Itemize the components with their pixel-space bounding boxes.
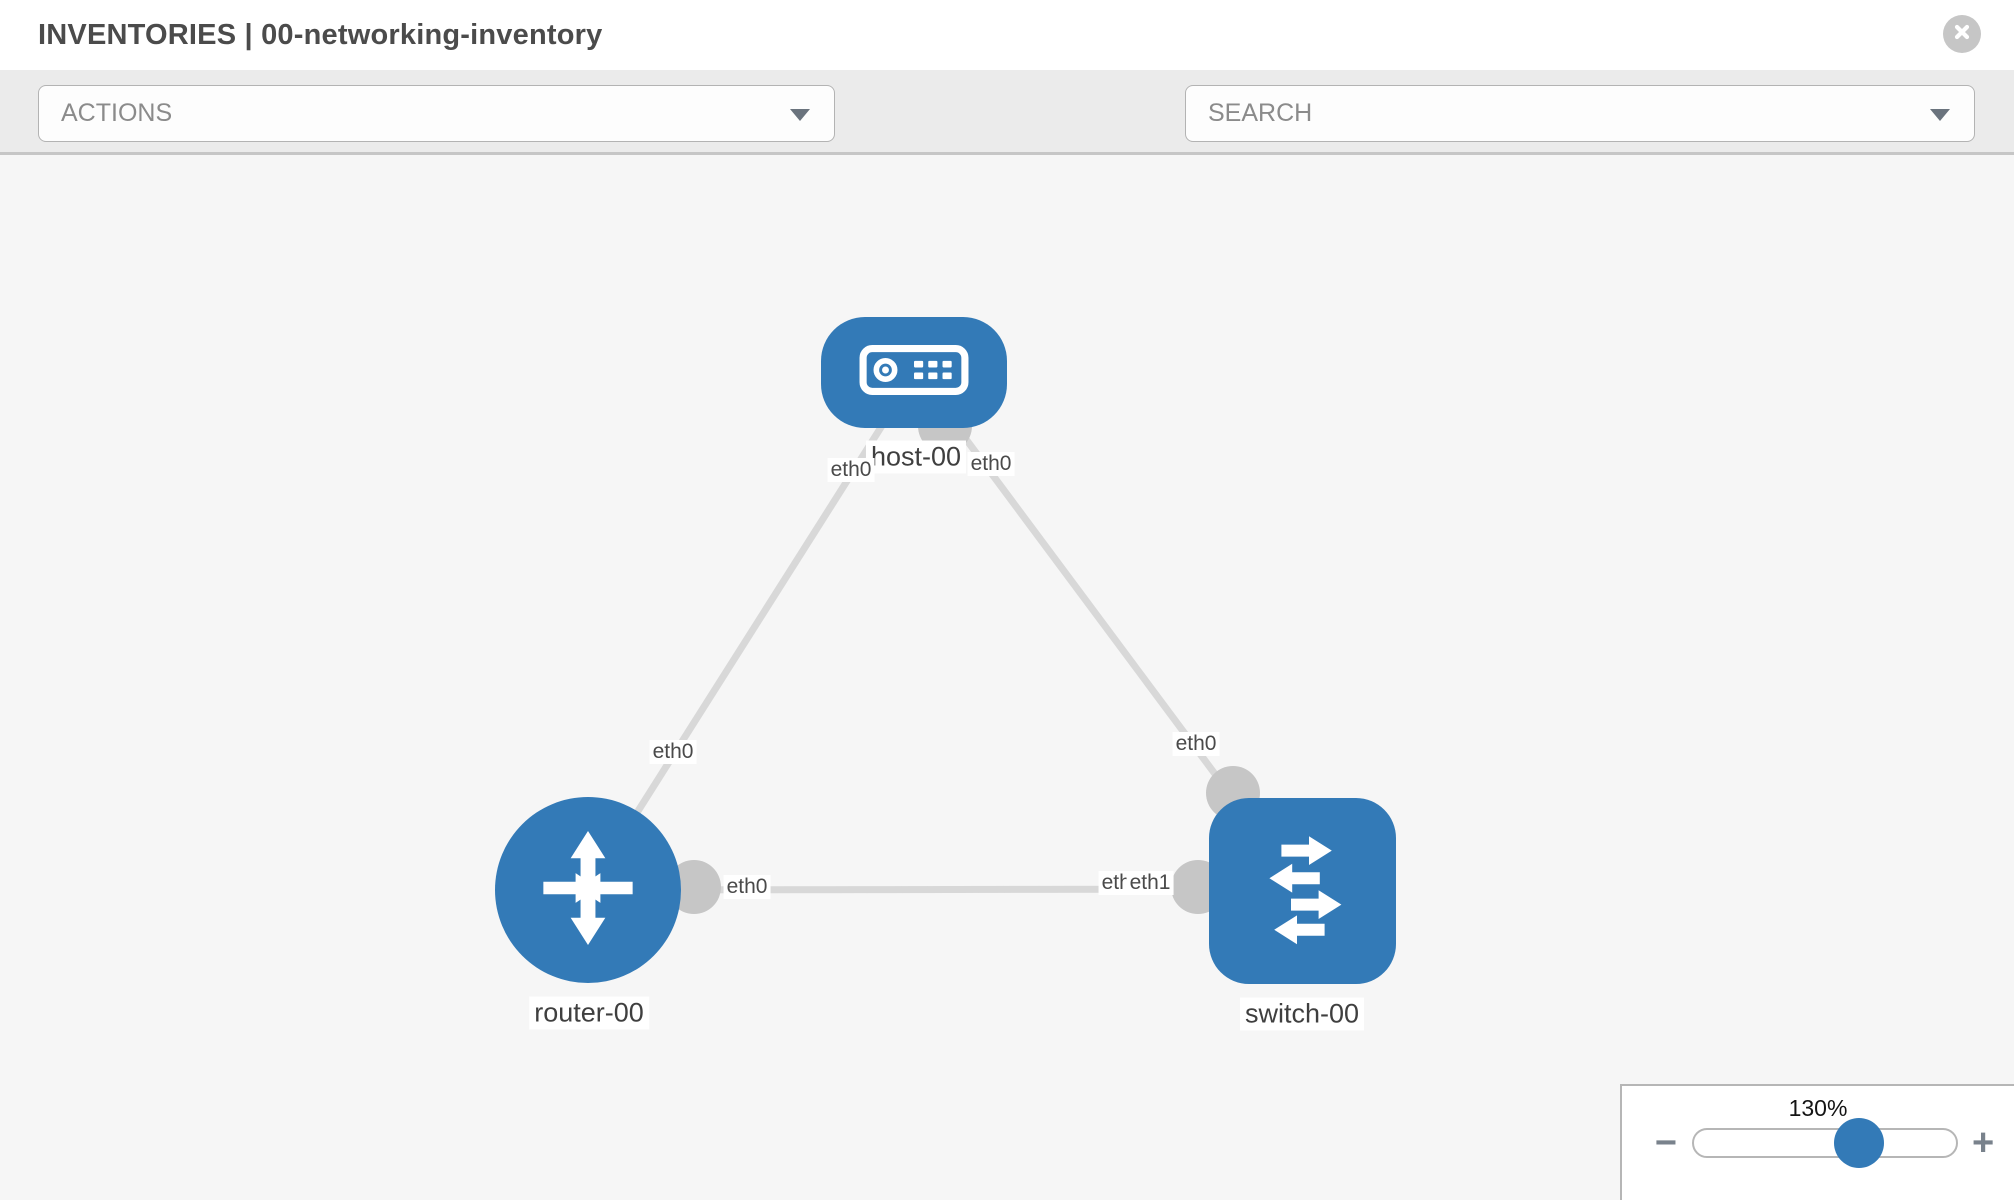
node-label-switch: switch-00 <box>1239 997 1365 1031</box>
zoom-panel: 130% − + <box>1620 1084 2014 1200</box>
interface-label: eth0 <box>967 452 1015 476</box>
node-switch-00[interactable] <box>1209 798 1396 984</box>
page-title: INVENTORIES | 00-networking-inventory <box>38 19 603 51</box>
zoom-in-button[interactable]: + <box>1972 1122 1995 1164</box>
interface-label: eth0 <box>649 740 697 764</box>
node-host-00[interactable] <box>821 317 1007 428</box>
node-label-router: router-00 <box>529 996 649 1030</box>
close-button[interactable] <box>1943 15 1981 53</box>
node-router-00[interactable] <box>495 797 681 983</box>
zoom-level-value: 130% <box>1788 1095 1848 1121</box>
interface-label: eth0 <box>1172 732 1220 756</box>
actions-dropdown[interactable]: ACTIONS <box>38 85 835 142</box>
zoom-out-button[interactable]: − <box>1654 1122 1678 1164</box>
interface-label: eth0 <box>827 458 875 482</box>
header: INVENTORIES | 00-networking-inventory <box>0 0 2014 70</box>
search-dropdown-label: SEARCH <box>1208 99 1313 127</box>
interface-label: eth1 <box>1126 871 1174 895</box>
topology-canvas[interactable]: host-00 router-00 switch-00 eth0 eth0 et… <box>0 155 2014 1200</box>
chevron-down-icon <box>790 109 810 121</box>
search-dropdown[interactable]: SEARCH <box>1185 85 1975 142</box>
actions-dropdown-label: ACTIONS <box>61 99 173 127</box>
switch-icon <box>1243 829 1363 954</box>
zoom-slider-row: − + <box>1622 1118 2014 1168</box>
links-layer <box>585 369 1305 894</box>
router-icon <box>526 826 650 955</box>
zoom-slider-knob[interactable] <box>1834 1118 1885 1168</box>
close-icon <box>1951 21 1973 48</box>
interface-label: eth0 <box>723 875 771 899</box>
chevron-down-icon <box>1930 109 1950 121</box>
toolbar: ACTIONS SEARCH <box>0 70 2014 207</box>
host-icon <box>858 341 970 404</box>
node-label-host: host-00 <box>865 440 967 474</box>
zoom-slider-track[interactable] <box>1692 1118 1958 1168</box>
